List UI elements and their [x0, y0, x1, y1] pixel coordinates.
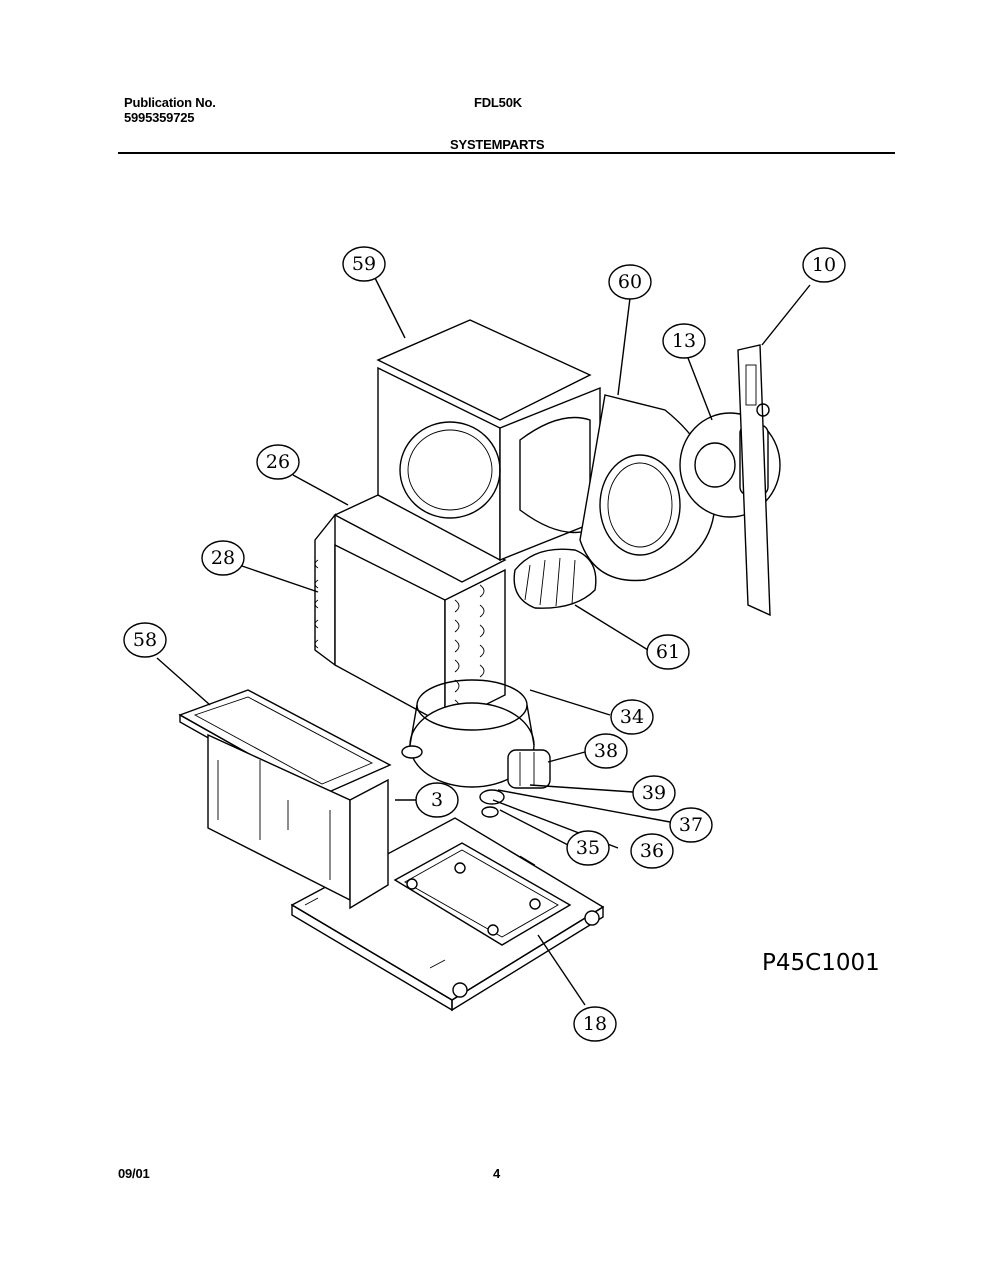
- terminal-cover-drawing: [507, 749, 551, 789]
- callout-10-label: 10: [812, 254, 836, 276]
- callout-60: 60: [608, 264, 652, 300]
- compressor-drawing: [409, 679, 535, 788]
- callout-13: 13: [662, 323, 706, 359]
- callout-3-label: 3: [431, 789, 443, 811]
- callout-58: 58: [123, 622, 167, 658]
- callout-34-label: 34: [620, 706, 644, 728]
- callout-37-label: 37: [679, 814, 703, 836]
- callout-61-label: 61: [656, 641, 680, 663]
- callout-37: 37: [669, 807, 713, 843]
- page-number: 4: [493, 1166, 501, 1181]
- callout-13-label: 13: [672, 330, 696, 352]
- callout-34: 34: [610, 699, 654, 735]
- callout-26-label: 26: [266, 451, 290, 473]
- header-rule: [118, 152, 895, 154]
- callout-39: 39: [632, 775, 676, 811]
- callout-58-label: 58: [133, 629, 157, 651]
- section-title: SYSTEMPARTS: [450, 137, 545, 152]
- publication-label: Publication No.: [124, 95, 216, 110]
- callout-3: 3: [415, 782, 459, 818]
- callout-38-label: 38: [594, 740, 618, 762]
- callout-35: 35: [566, 830, 610, 866]
- callout-26: 26: [256, 444, 300, 480]
- model-number: FDL50K: [474, 95, 522, 110]
- callout-10: 10: [802, 247, 846, 283]
- callout-35-label: 35: [576, 837, 600, 859]
- callout-38: 38: [584, 733, 628, 769]
- motor-bracket-drawing: [737, 344, 771, 617]
- callout-28-label: 28: [211, 547, 235, 569]
- callout-59: 59: [342, 246, 386, 282]
- tray-bracket-drawing: [178, 689, 392, 910]
- callout-18-label: 18: [583, 1013, 607, 1035]
- callout-61: 61: [646, 634, 690, 670]
- base-pan-drawing: [290, 817, 605, 1012]
- blower-wheel-drawing: [513, 548, 597, 609]
- callout-39-label: 39: [642, 782, 666, 804]
- mounting-grommets-drawing: [401, 745, 505, 818]
- callout-36-label: 36: [640, 840, 664, 862]
- coil-assembly-drawing: [314, 494, 507, 727]
- leader-lines: [156, 277, 811, 1006]
- publication-number: 5995359725: [124, 110, 195, 125]
- callout-59-label: 59: [352, 253, 376, 275]
- footer-date: 09/01: [118, 1166, 150, 1181]
- callout-18: 18: [573, 1006, 617, 1042]
- callout-60-label: 60: [618, 271, 642, 293]
- callout-36: 36: [630, 833, 674, 869]
- callout-28: 28: [201, 540, 245, 576]
- figure-code: P45C1001: [762, 950, 880, 976]
- blower-housing-drawing: [376, 319, 601, 562]
